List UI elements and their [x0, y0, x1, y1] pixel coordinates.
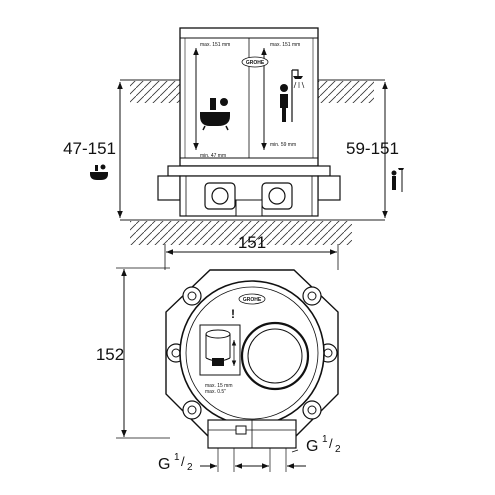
cartridge-icon: [205, 329, 237, 366]
port-left-num: 1: [174, 452, 180, 463]
bottom-connections: [207, 419, 297, 449]
bathtub-icon: [200, 98, 230, 131]
dimension-right: 59-151: [346, 82, 404, 218]
dimension-width: 151: [164, 233, 339, 270]
dimension-height: 152: [96, 267, 170, 439]
bathtub-icon-small: [90, 164, 108, 180]
port-dimensions: [200, 448, 306, 472]
brand-text-top: GROHE: [243, 297, 262, 303]
note-max-mm: max. 15 mm: [205, 383, 233, 389]
valve-housing-top: GROHE ! max. 15 mm max. 0.5": [179, 280, 325, 426]
box-min-left: min. 47 mm: [200, 153, 226, 159]
port-label-right: G 1 / 2: [306, 434, 341, 455]
side-view: max. 151 mm max. 151 mm min. 47 mm min. …: [63, 27, 404, 245]
port-right-num: 1: [322, 434, 328, 445]
svg-text:/: /: [329, 436, 333, 451]
label-left-range: 47-151: [63, 139, 116, 158]
protective-box: max. 151 mm max. 151 mm min. 47 mm min. …: [179, 27, 319, 167]
svg-text:/: /: [181, 454, 185, 469]
label-height: 152: [96, 345, 124, 364]
label-right-range: 59-151: [346, 139, 399, 158]
wall-surface-upper: [120, 79, 385, 103]
brand-logo-top: [238, 293, 266, 305]
note-max-inch: max. 0.5": [205, 389, 226, 395]
port-right-base: G: [306, 438, 318, 455]
box-max-left: max. 151 mm: [200, 42, 230, 48]
warning-icon: !: [231, 307, 235, 321]
brand-text-side: GROHE: [246, 60, 265, 66]
port-left-den: 2: [187, 462, 193, 473]
wall-surface-lower: [120, 219, 385, 245]
shower-person-icon-small: [391, 168, 404, 192]
top-view: 151 152: [96, 233, 341, 473]
label-width: 151: [238, 233, 266, 252]
box-min-right: min. 59 mm: [270, 142, 296, 148]
valve-body-side: [157, 165, 341, 217]
port-left-base: G: [158, 456, 170, 473]
box-max-right: max. 151 mm: [270, 42, 300, 48]
brand-logo: [241, 56, 269, 68]
shower-person-icon: [280, 69, 305, 122]
port-label-left: G 1 / 2: [158, 452, 193, 473]
port-right-den: 2: [335, 444, 341, 455]
dimension-left: 47-151: [63, 82, 123, 218]
